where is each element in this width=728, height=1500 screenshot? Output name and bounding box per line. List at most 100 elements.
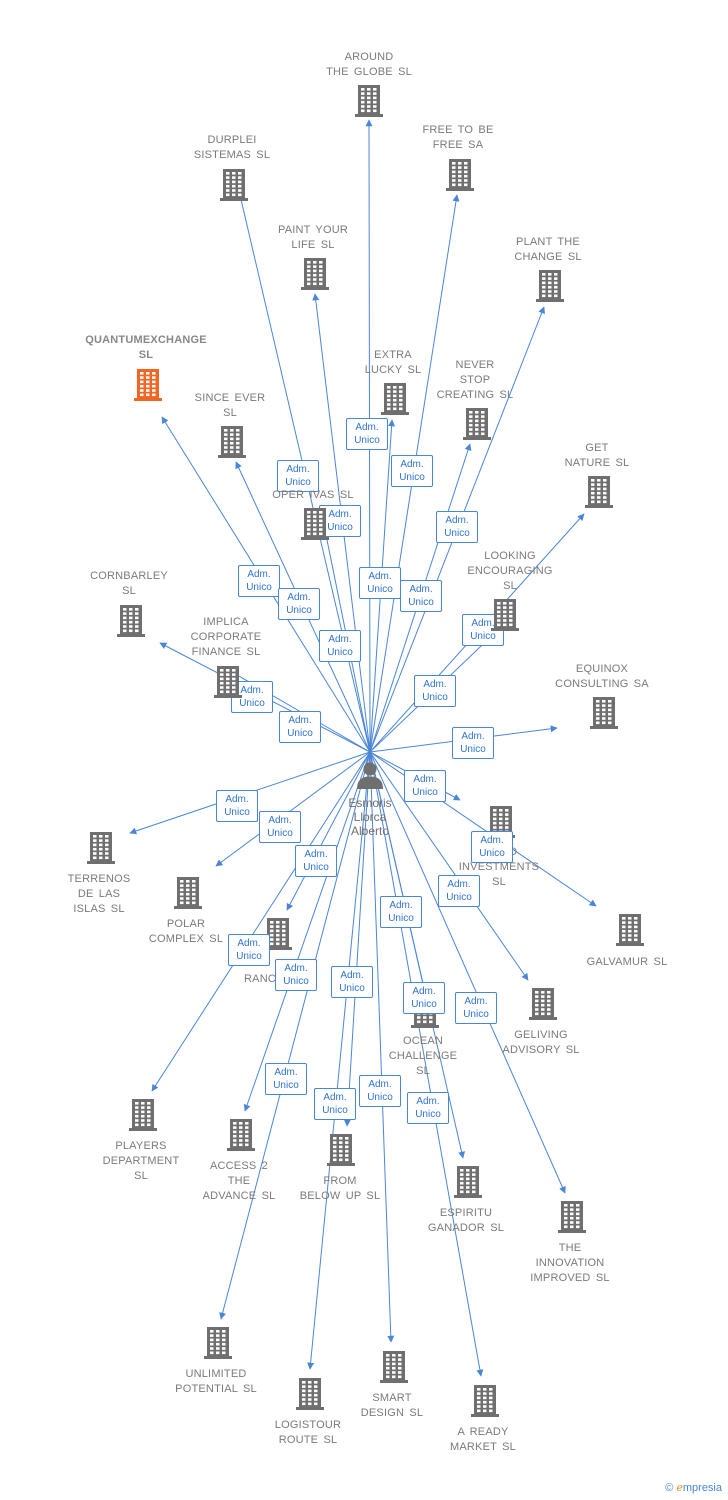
role-badge-logistour[interactable]: Adm. Unico [314, 1088, 356, 1120]
company-node-terrenos[interactable]: TERRENOS DE LAS ISLAS SL [29, 872, 169, 917]
company-node-equinox[interactable]: EQUINOX CONSULTING SA [532, 662, 672, 692]
building-icon[interactable] [616, 913, 644, 952]
role-badge-galvamur[interactable]: Adm. Unico [471, 831, 513, 863]
building-glyph [491, 599, 519, 631]
company-node-extra[interactable]: EXTRA LUCKY SL [323, 348, 463, 378]
role-badge-geliving[interactable]: Adm. Unico [438, 875, 480, 907]
building-glyph [264, 918, 292, 950]
company-node-around[interactable]: AROUND THE GLOBE SL [299, 50, 439, 80]
role-badge-never[interactable]: Adm. Unico [400, 580, 442, 612]
role-badge-text: Adm. Unico [246, 569, 272, 593]
building-glyph [296, 1378, 324, 1410]
role-badge-durplei[interactable]: Adm. Unico [277, 460, 319, 492]
company-node-geliving[interactable]: GELIVING ADVISORY SL [471, 1028, 611, 1058]
company-node-polar[interactable]: POLAR COMPLEX SL [116, 917, 256, 947]
company-node-smart[interactable]: SMART DESIGN SL [322, 1391, 462, 1421]
company-node-never[interactable]: NEVER STOP CREATING SL [405, 358, 545, 403]
role-badge-plant[interactable]: Adm. Unico [436, 511, 478, 543]
person-name[interactable]: Esmoris Llorca Alberto [348, 796, 392, 838]
role-badge-implica[interactable]: Adm. Unico [279, 711, 321, 743]
company-node-paint[interactable]: PAINT YOUR LIFE SL [243, 223, 383, 253]
role-badge-access[interactable]: Adm. Unico [275, 959, 317, 991]
company-node-oper[interactable]: OPER IVAS SL [243, 488, 383, 503]
company-node-access[interactable]: ACCESS 2 THE ADVANCE SL [169, 1159, 309, 1204]
company-node-durplei[interactable]: DURPLEI SISTEMAS SL [162, 133, 302, 163]
building-icon[interactable] [117, 604, 145, 643]
building-glyph [117, 605, 145, 637]
company-node-ranch[interactable]: RANC [190, 972, 330, 987]
building-icon[interactable] [218, 425, 246, 464]
role-badge-around[interactable]: Adm. Unico [346, 418, 388, 450]
role-badge-c_and[interactable]: Adm. Unico [404, 770, 446, 802]
empresia-brand[interactable]: © empresia [665, 1481, 722, 1494]
company-node-looking[interactable]: LOOKING ENCOURAGING SL [440, 549, 580, 594]
role-badge-since[interactable]: Adm. Unico [278, 588, 320, 620]
role-badge-quantum[interactable]: Adm. Unico [238, 565, 280, 597]
building-icon[interactable] [214, 665, 242, 704]
role-badge-terrenos[interactable]: Adm. Unico [216, 790, 258, 822]
company-node-galvamur[interactable]: GALVAMUR SL [557, 955, 697, 970]
building-icon[interactable] [296, 1377, 324, 1416]
company-node-from[interactable]: FROM BELOW UP SL [270, 1174, 410, 1204]
role-badge-innovation[interactable]: Adm. Unico [455, 992, 497, 1024]
role-badge-polar[interactable]: Adm. Unico [259, 811, 301, 843]
building-icon[interactable] [380, 1350, 408, 1389]
role-badge-players[interactable]: Adm. Unico [228, 934, 270, 966]
building-icon[interactable] [129, 1098, 157, 1137]
building-icon[interactable] [134, 368, 162, 407]
building-icon[interactable] [220, 168, 248, 207]
building-icon[interactable] [454, 1165, 482, 1204]
role-badge-smart[interactable]: Adm. Unico [359, 1075, 401, 1107]
building-icon[interactable] [491, 598, 519, 637]
company-node-get[interactable]: GET NATURE SL [527, 441, 667, 471]
company-node-plant[interactable]: PLANT THE CHANGE SL [478, 235, 618, 265]
building-icon[interactable] [558, 1200, 586, 1239]
building-icon[interactable] [301, 257, 329, 296]
building-icon[interactable] [174, 876, 202, 915]
company-node-aready[interactable]: A READY MARKET SL [413, 1425, 553, 1455]
company-node-ocean[interactable]: OCEAN CHALLENGE SL [353, 1034, 493, 1079]
company-node-espiritu[interactable]: ESPIRITU GANADOR SL [396, 1206, 536, 1236]
role-badge-unlimited[interactable]: Adm. Unico [265, 1063, 307, 1095]
building-icon[interactable] [590, 696, 618, 735]
company-node-quantum[interactable]: QUANTUMEXCHANGE SL [76, 333, 216, 363]
role-badge-espiritu[interactable]: Adm. Unico [403, 982, 445, 1014]
company-node-innovation[interactable]: THE INNOVATION IMPROVED SL [500, 1241, 640, 1286]
company-node-free[interactable]: FREE TO BE FREE SA [388, 123, 528, 153]
role-badge-extra[interactable]: Adm. Unico [359, 567, 401, 599]
role-badge-aready[interactable]: Adm. Unico [407, 1092, 449, 1124]
building-icon[interactable] [227, 1118, 255, 1157]
role-badge-looking[interactable]: Adm. Unico [414, 675, 456, 707]
company-node-since[interactable]: SINCE EVER SL [160, 391, 300, 421]
building-icon[interactable] [204, 1326, 232, 1365]
building-glyph [487, 806, 515, 838]
building-icon[interactable] [585, 475, 613, 514]
role-badge-from[interactable]: Adm. Unico [331, 966, 373, 998]
building-icon[interactable] [471, 1384, 499, 1423]
company-node-logistour[interactable]: LOGISTOUR ROUTE SL [238, 1418, 378, 1448]
building-icon[interactable] [327, 1133, 355, 1172]
role-badge-free[interactable]: Adm. Unico [391, 455, 433, 487]
role-badge-ranch[interactable]: Adm. Unico [295, 845, 337, 877]
role-badge-equinox[interactable]: Adm. Unico [452, 727, 494, 759]
building-icon[interactable] [381, 382, 409, 421]
building-glyph [471, 1385, 499, 1417]
role-badge-oper[interactable]: Adm. Unico [319, 630, 361, 662]
building-icon[interactable] [529, 987, 557, 1026]
person-icon[interactable] [355, 760, 385, 795]
building-icon[interactable] [463, 407, 491, 446]
company-node-unlimited[interactable]: UNLIMITED POTENTIAL SL [146, 1367, 286, 1397]
building-icon[interactable] [446, 158, 474, 197]
building-icon[interactable] [87, 831, 115, 870]
building-icon[interactable] [536, 269, 564, 308]
role-badge-ocean[interactable]: Adm. Unico [380, 896, 422, 928]
building-icon[interactable] [301, 507, 329, 546]
building-glyph [355, 85, 383, 117]
building-icon[interactable] [487, 805, 515, 844]
building-icon[interactable] [355, 84, 383, 123]
company-node-players[interactable]: PLAYERS DEPARTMENT SL [71, 1139, 211, 1184]
company-node-cornbarley[interactable]: CORNBARLEY SL [59, 569, 199, 599]
building-icon[interactable] [264, 917, 292, 956]
company-node-implica[interactable]: IMPLICA CORPORATE FINANCE SL [156, 615, 296, 660]
